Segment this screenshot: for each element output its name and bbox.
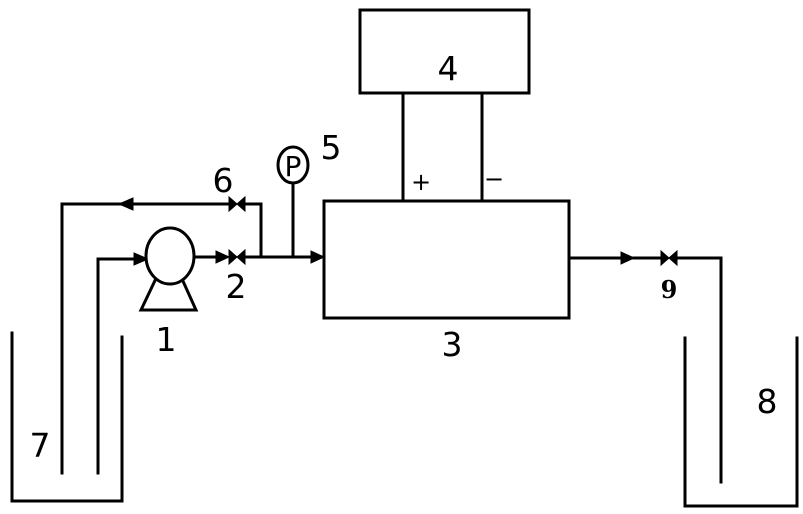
electrochemical-cell: 3 [322, 199, 571, 364]
power-supply-label: 4 [438, 49, 459, 88]
outlet-valve: 9 [660, 249, 678, 304]
gauge-symbol: P [285, 150, 302, 183]
positive-terminal-sign: + [411, 168, 431, 196]
pressure-gauge: P 5 [276, 128, 342, 259]
outlet-valve-label: 9 [661, 275, 678, 304]
collection-tank: 8 [683, 336, 799, 508]
pump: 1 [138, 226, 199, 359]
drain-line [675, 256, 723, 484]
outlet-line [567, 251, 663, 265]
electrode-leads: + − [401, 91, 504, 203]
bypass-valve: 6 [213, 161, 246, 213]
feed-tank-label: 7 [30, 426, 51, 465]
cell-label: 3 [442, 325, 463, 364]
collection-tank-label: 8 [757, 382, 778, 421]
suction-line [96, 252, 150, 475]
negative-terminal-sign: − [484, 165, 504, 193]
feed-tank: 7 [10, 331, 124, 503]
power-supply: 4 [358, 8, 531, 95]
inlet-valve-label: 2 [226, 267, 247, 306]
pump-label: 1 [156, 320, 177, 359]
feed-line [243, 250, 326, 264]
pressure-gauge-label: 5 [321, 128, 342, 167]
bypass-valve-label: 6 [213, 161, 234, 200]
inlet-valve: 2 [226, 248, 247, 306]
bypass-line [60, 197, 263, 475]
discharge-line [193, 250, 231, 264]
